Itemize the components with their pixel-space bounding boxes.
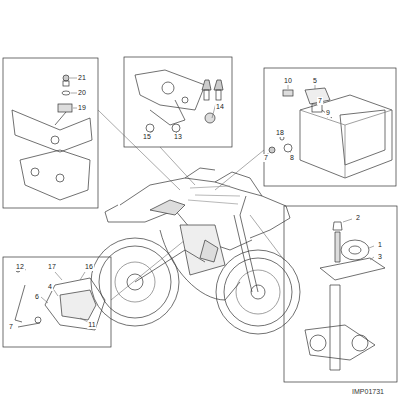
callout-number: 7 — [263, 154, 269, 162]
callout-number: 18 — [275, 129, 285, 137]
inset-frame — [124, 57, 232, 147]
callout-number: 5 — [312, 77, 318, 85]
inset-frame — [284, 206, 397, 382]
headlight-drawing — [15, 268, 105, 330]
ignition-drawing — [135, 70, 223, 133]
callout-number: 8 — [289, 154, 295, 162]
callout-number: 7 — [8, 323, 14, 331]
callout-number: 10 — [283, 77, 293, 85]
callout-number: 19 — [77, 104, 87, 112]
callout-number: 3 — [377, 253, 383, 261]
callout-number: 12 — [15, 263, 25, 271]
inset-frame — [3, 257, 111, 347]
drawing-code: IMP01731 — [351, 388, 385, 396]
callout-number: 1 — [377, 241, 383, 249]
callout-number: 21 — [77, 74, 87, 82]
motorcycle — [91, 168, 300, 334]
callout-number: 13 — [173, 133, 183, 141]
callout-number: 7 — [317, 97, 323, 105]
callout-number: 20 — [77, 89, 87, 97]
callout-number: 9 — [325, 109, 331, 117]
inset-frame — [264, 68, 396, 186]
callout-number: 17 — [47, 263, 57, 271]
pointer-lines — [98, 110, 284, 300]
callout-number: 2 — [355, 214, 361, 222]
callout-number: 15 — [142, 133, 152, 141]
callout-number: 14 — [215, 103, 225, 111]
callout-number: 16 — [84, 263, 94, 271]
callout-number: 4 — [47, 283, 53, 291]
callout-number: 11 — [87, 321, 96, 329]
inset-frame — [3, 58, 98, 208]
horn-drawing — [305, 219, 385, 370]
callout-number: 6 — [34, 293, 40, 301]
subframe-drawing — [12, 75, 92, 200]
battery-tray-drawing — [268, 85, 392, 178]
